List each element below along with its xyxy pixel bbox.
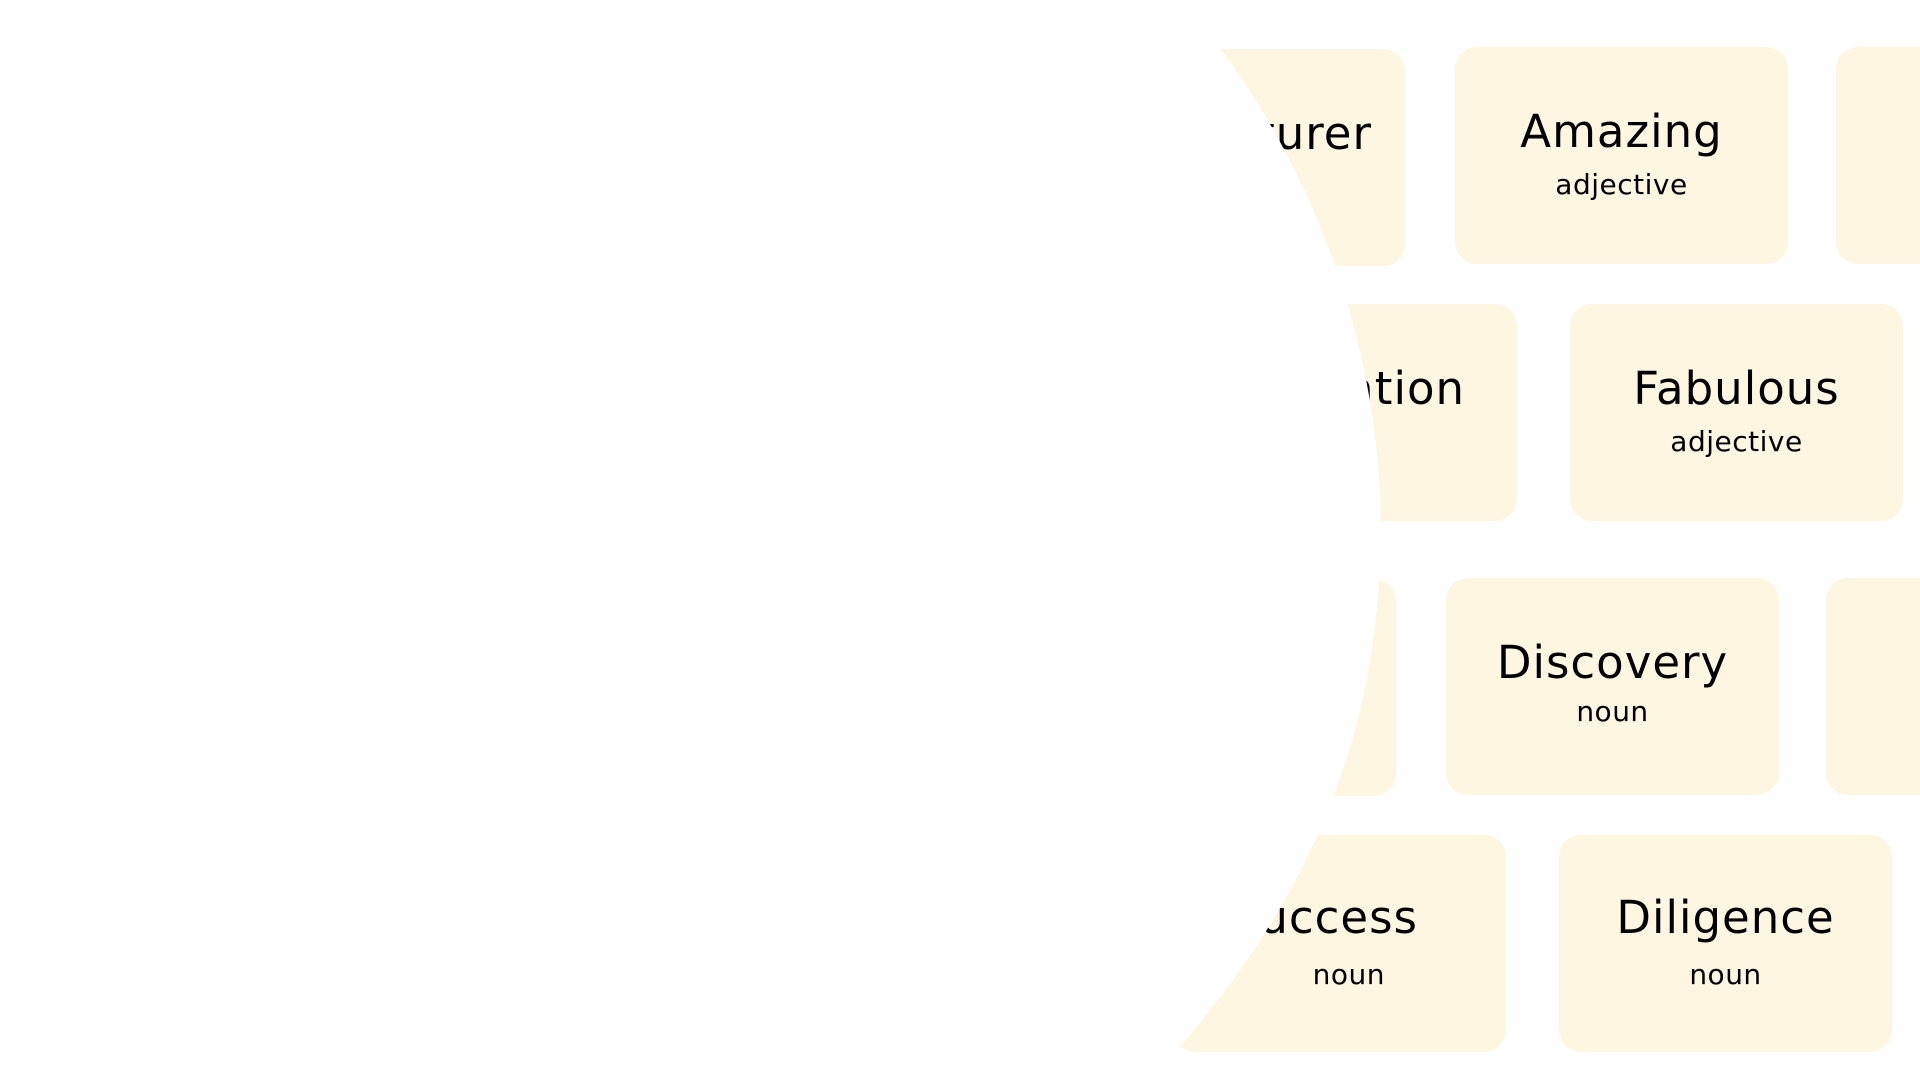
card-part-of-speech: noun: [1312, 958, 1385, 991]
word-card[interactable]: [1826, 578, 1920, 795]
word-card[interactable]: [1062, 579, 1396, 796]
word-card[interactable]: Fabulous adjective: [1570, 304, 1903, 521]
card-word: Fabulous: [1633, 362, 1840, 415]
word-card[interactable]: Adventurer: [1072, 49, 1405, 266]
card-part-of-speech: adjective: [1670, 425, 1803, 458]
word-card[interactable]: Diligence noun: [1559, 835, 1892, 1052]
word-card[interactable]: Amazing adjective: [1455, 47, 1788, 264]
card-word: Success: [1229, 891, 1418, 944]
card-word: Adventurer: [1110, 107, 1372, 160]
card-word: Diligence: [1616, 891, 1835, 944]
card-part-of-speech: noun: [1689, 958, 1762, 991]
word-card[interactable]: Success noun: [1173, 835, 1506, 1052]
card-word: Imagination: [1185, 362, 1465, 415]
word-card[interactable]: Discovery noun: [1446, 578, 1779, 795]
card-part-of-speech: noun: [1576, 695, 1649, 728]
card-part-of-speech: adjective: [1555, 168, 1688, 201]
card-word: Discovery: [1496, 636, 1729, 689]
card-word: Amazing: [1520, 105, 1723, 158]
word-card[interactable]: Imagination: [1184, 304, 1517, 521]
word-card[interactable]: [1836, 47, 1920, 264]
